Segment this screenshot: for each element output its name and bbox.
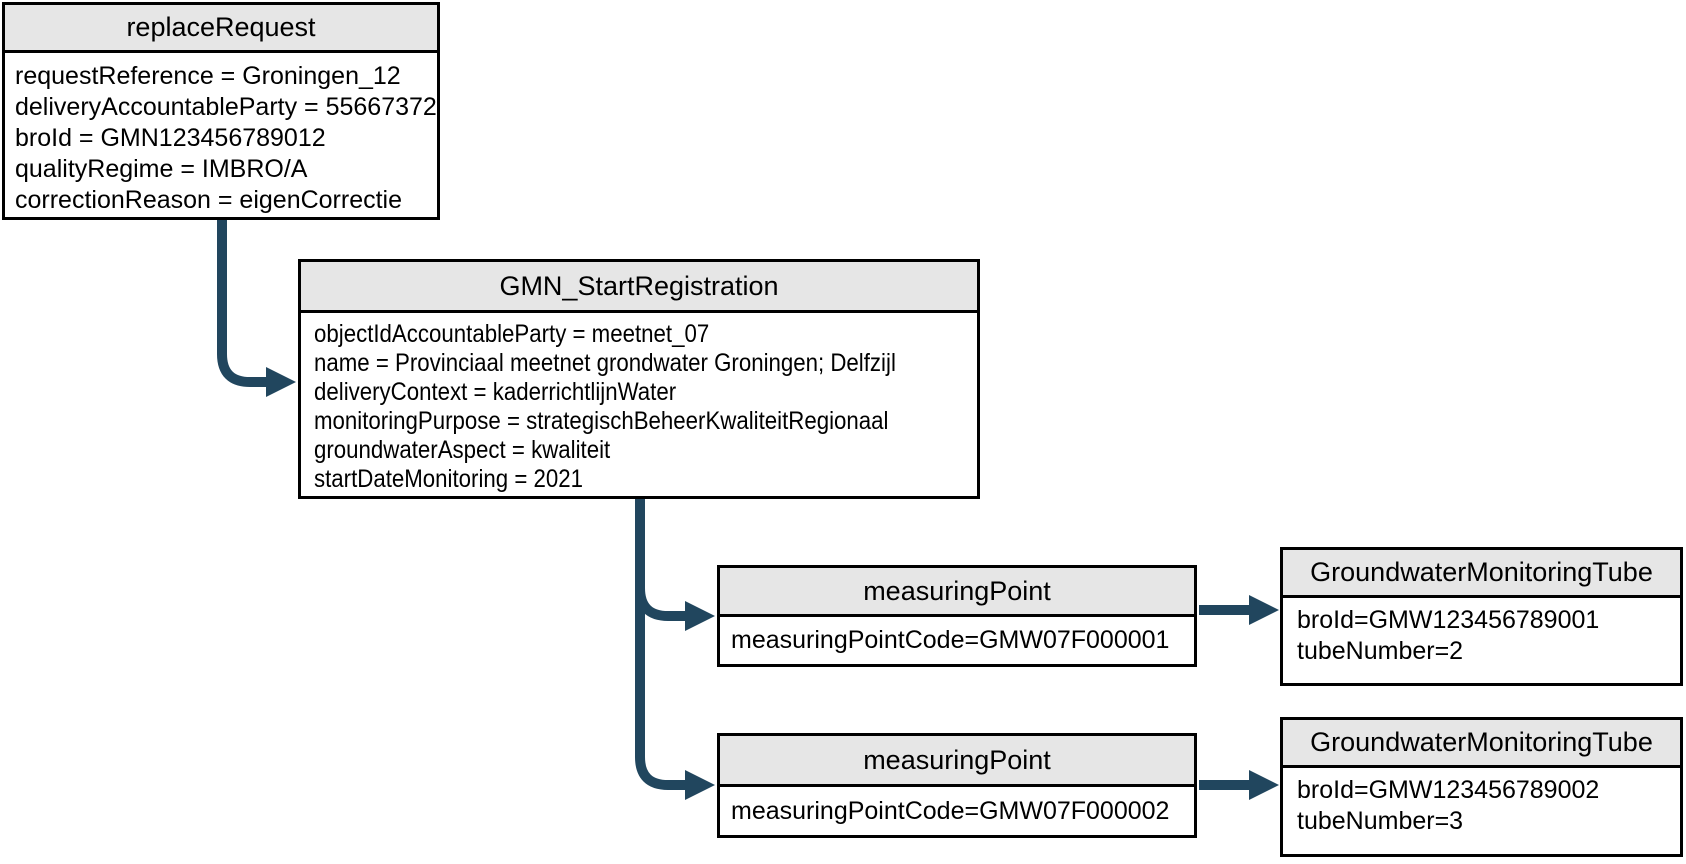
node-groundwater-monitoring-tube-1: GroundwaterMonitoringTube broId=GMW12345… [1280, 547, 1683, 686]
node-groundwater-monitoring-tube-2-body: broId=GMW123456789002 tubeNumber=3 [1283, 768, 1680, 854]
attribute-line: requestReference = Groningen_12 [15, 62, 401, 90]
arrow-measuringpoint1-to-tube1 [1199, 595, 1279, 625]
node-measuring-point-2-header: measuringPoint [720, 736, 1194, 787]
node-groundwater-monitoring-tube-1-title: GroundwaterMonitoringTube [1310, 557, 1653, 587]
attribute-line: broId=GMW123456789002 [1297, 776, 1600, 804]
node-gmn-start-registration-body: objectIdAccountableParty = meetnet_07 na… [301, 313, 977, 496]
attribute-line: deliveryAccountableParty = 55667372 [15, 93, 437, 121]
node-measuring-point-1-title: measuringPoint [863, 575, 1051, 606]
node-measuring-point-2: measuringPoint measuringPointCode=GMW07F… [717, 733, 1197, 838]
node-measuring-point-1-body: measuringPointCode=GMW07F000001 [720, 617, 1194, 664]
node-measuring-point-2-body: measuringPointCode=GMW07F000002 [720, 787, 1194, 835]
attribute-line: measuringPointCode=GMW07F000002 [731, 796, 1170, 825]
attribute-line: objectIdAccountableParty = meetnet_07 [314, 320, 710, 348]
node-gmn-start-registration-title: GMN_StartRegistration [499, 270, 779, 301]
attribute-line: measuringPointCode=GMW07F000001 [731, 626, 1170, 654]
attribute-line: tubeNumber=2 [1297, 637, 1464, 665]
node-groundwater-monitoring-tube-1-header: GroundwaterMonitoringTube [1283, 550, 1680, 598]
node-measuring-point-2-title: measuringPoint [863, 744, 1051, 775]
node-replace-request: replaceRequest requestReference = Gronin… [2, 2, 440, 220]
attribute-line: correctionReason = eigenCorrectie [15, 186, 403, 214]
node-measuring-point-1: measuringPoint measuringPointCode=GMW07F… [717, 565, 1197, 667]
node-replace-request-body: requestReference = Groningen_12 delivery… [5, 53, 437, 217]
attribute-line: tubeNumber=3 [1297, 807, 1464, 835]
node-groundwater-monitoring-tube-1-body: broId=GMW123456789001 tubeNumber=2 [1283, 598, 1680, 683]
arrow-measuringpoint2-to-tube2 [1199, 770, 1279, 800]
arrow-replacerequest-to-gmn [217, 219, 296, 397]
attribute-line: monitoringPurpose = strategischBeheerKwa… [314, 407, 889, 435]
attribute-line: deliveryContext = kaderrichtlijnWater [314, 378, 677, 406]
arrow-gmn-to-measuringpoint-1 [635, 496, 715, 631]
attribute-line: groundwaterAspect = kwaliteit [314, 436, 611, 464]
node-groundwater-monitoring-tube-2-header: GroundwaterMonitoringTube [1283, 720, 1680, 768]
arrow-gmn-to-measuringpoint-2 [635, 496, 715, 800]
attribute-line: qualityRegime = IMBRO/A [15, 155, 308, 183]
node-gmn-start-registration: GMN_StartRegistration objectIdAccountabl… [298, 259, 980, 499]
node-groundwater-monitoring-tube-2: GroundwaterMonitoringTube broId=GMW12345… [1280, 717, 1683, 857]
node-replace-request-header: replaceRequest [5, 5, 437, 53]
node-measuring-point-1-header: measuringPoint [720, 568, 1194, 617]
attribute-line: startDateMonitoring = 2021 [314, 465, 584, 493]
attribute-line: name = Provinciaal meetnet grondwater Gr… [314, 349, 896, 377]
node-replace-request-title: replaceRequest [126, 12, 316, 42]
node-gmn-start-registration-header: GMN_StartRegistration [301, 262, 977, 313]
attribute-line: broId=GMW123456789001 [1297, 606, 1600, 634]
attribute-line: broId = GMN123456789012 [15, 124, 326, 152]
node-groundwater-monitoring-tube-2-title: GroundwaterMonitoringTube [1310, 727, 1653, 757]
